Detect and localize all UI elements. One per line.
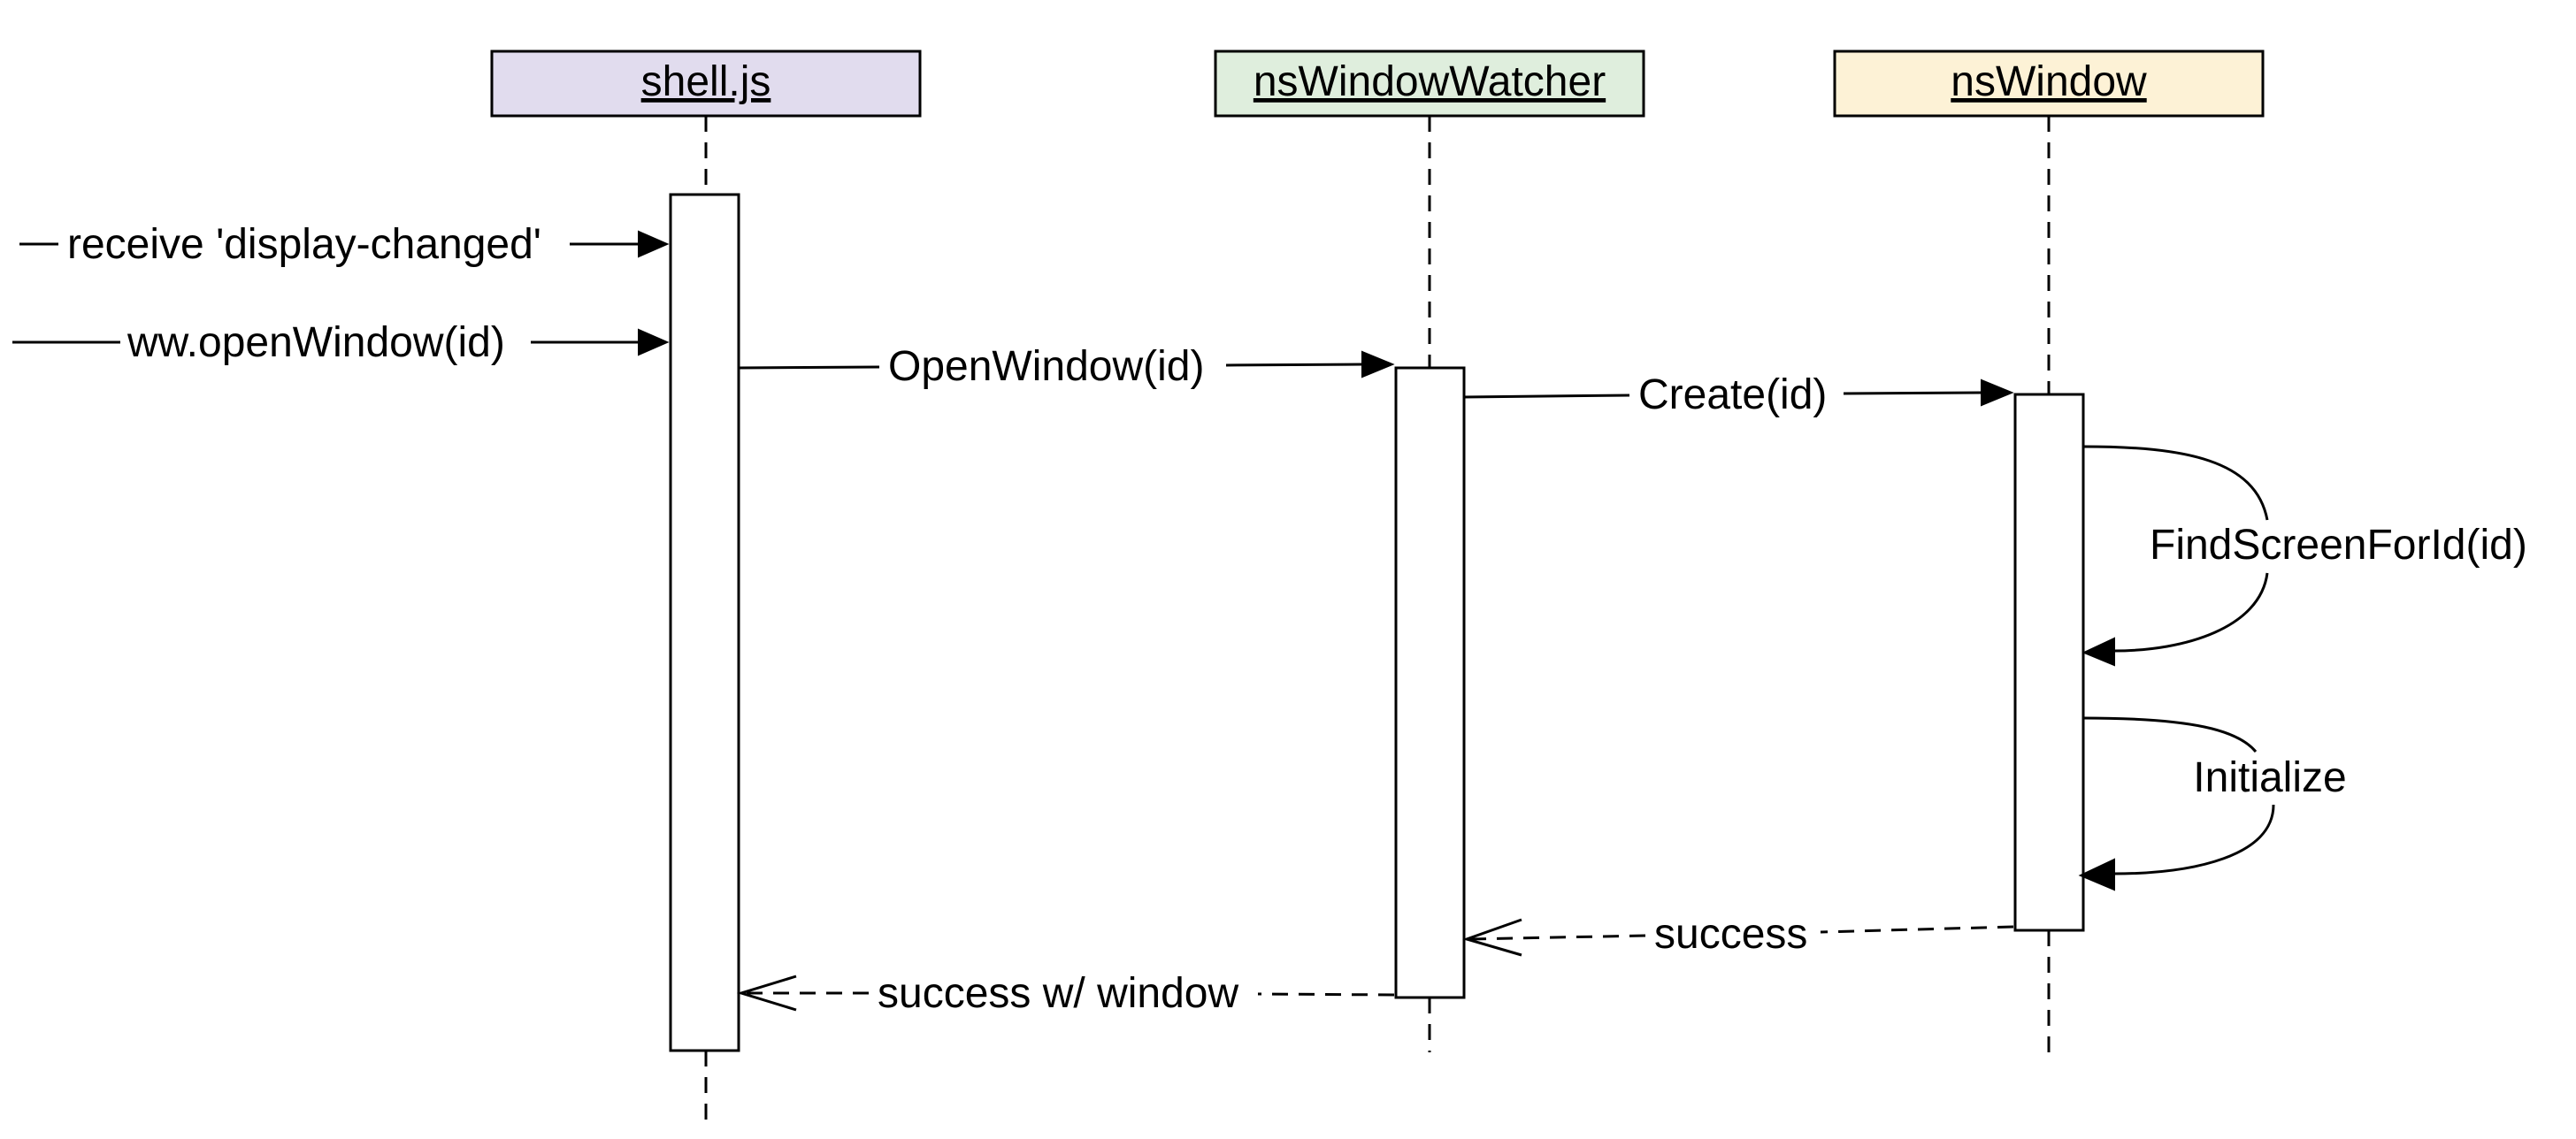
participant-watcher[interactable]: nsWindowWatcher	[1214, 50, 1645, 118]
arrowhead-icon	[2078, 858, 2115, 891]
message-label: OpenWindow(id)	[888, 343, 1204, 390]
self-call-curve	[2113, 804, 2275, 875]
message-receive-display-changed: receive 'display-changed'	[19, 221, 670, 268]
arrowhead-icon	[638, 230, 670, 258]
arrowhead-icon	[1361, 350, 1395, 378]
message-label: success w/ window	[878, 970, 1238, 1017]
return-line	[1820, 925, 2014, 934]
message-label: ww.openWindow(id)	[126, 319, 505, 366]
arrowhead-icon	[2082, 637, 2115, 667]
message-ww-open-window: ww.openWindow(id)	[12, 319, 670, 366]
message-line	[1225, 363, 1363, 367]
participant-watcher-label: nsWindowWatcher	[1254, 58, 1606, 105]
message-label: Create(id)	[1638, 371, 1827, 418]
participant-window[interactable]: nsWindow	[1833, 50, 2265, 118]
message-initialize: Initialize	[2078, 716, 2347, 891]
arrowhead-icon	[1981, 378, 2014, 407]
message-open-window: OpenWindow(id)	[738, 343, 1395, 390]
message-success-window-return: success w/ window	[736, 970, 1395, 1017]
arrowhead-icon	[638, 328, 670, 356]
self-call-curve	[2082, 445, 2269, 521]
participant-window-label: nsWindow	[1951, 58, 2147, 105]
participant-shell-box	[490, 50, 922, 118]
participant-shell-label: shell.js	[641, 58, 771, 105]
self-call-curve	[2082, 716, 2258, 753]
message-label: Initialize	[2193, 754, 2346, 801]
return-line	[1468, 934, 1646, 941]
message-label: FindScreenForId(id)	[2150, 522, 2527, 569]
message-line	[1843, 391, 1982, 395]
self-call-curve	[2113, 572, 2269, 653]
message-line	[1463, 394, 1630, 399]
activation-window	[2013, 393, 2085, 932]
message-find-screen-for-id: FindScreenForId(id)	[2082, 445, 2527, 667]
participant-shell[interactable]: shell.js	[490, 50, 922, 118]
open-arrowhead-icon	[1462, 918, 1522, 957]
message-label: receive 'display-changed'	[67, 221, 541, 268]
message-create: Create(id)	[1463, 371, 2014, 418]
message-label: success	[1654, 911, 1807, 958]
participant-watcher-box	[1214, 50, 1645, 118]
open-arrowhead-icon	[736, 975, 797, 1012]
message-line	[738, 365, 880, 370]
return-line	[1257, 992, 1395, 997]
activation-shell	[669, 193, 740, 1052]
message-success-return: success	[1462, 911, 2014, 958]
activation-watcher	[1394, 366, 1466, 999]
